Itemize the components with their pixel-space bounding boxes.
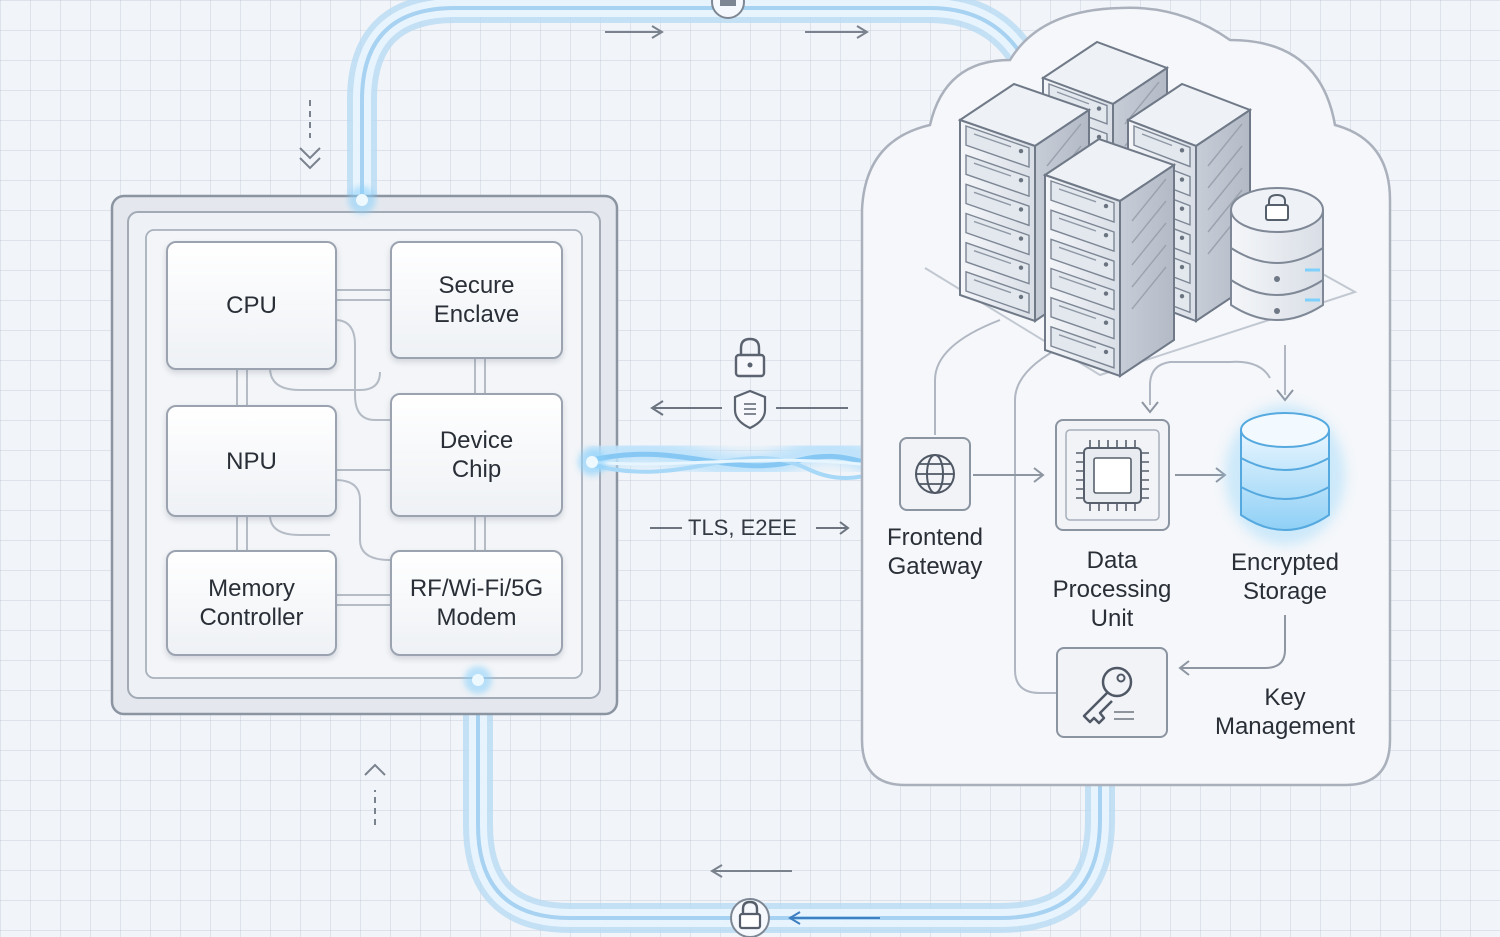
- tls-arrows: [650, 521, 850, 535]
- memory-controller-label: Memory Controller: [199, 575, 304, 631]
- data-processing-unit-label: Data Processing Unit: [1052, 547, 1172, 632]
- bottom-pipe-lock-icon: [730, 898, 770, 937]
- chip-traces: [236, 289, 486, 606]
- memory-controller-component: Memory Controller: [166, 550, 337, 656]
- device-chip-label: Device Chip: [439, 427, 514, 483]
- processor-icon: [1055, 419, 1170, 531]
- cloud-connectors: [934, 319, 1286, 694]
- return-arrow: [650, 400, 848, 416]
- cloud-flow-arrows: [973, 389, 1294, 676]
- globe-icon: [899, 437, 971, 511]
- key-icon: [1056, 647, 1168, 738]
- encrypted-link: [587, 436, 902, 482]
- top-data-pipe: [347, 0, 1045, 215]
- npu-component: NPU: [166, 405, 337, 517]
- link-shield-icon: [733, 389, 767, 430]
- modem-label: RF/Wi-Fi/5G Modem: [409, 575, 544, 631]
- npu-label: NPU: [226, 447, 277, 475]
- bottom-data-pipe: [463, 665, 1115, 933]
- frontend-gateway-label: Frontend Gateway: [886, 524, 984, 580]
- secure-enclave-label: Secure Enclave: [433, 272, 520, 328]
- key-management-label: Key Management: [1214, 684, 1356, 740]
- database-icon: [1225, 405, 1345, 545]
- cpu-label: CPU: [226, 292, 277, 319]
- secure-enclave-component: Secure Enclave: [390, 241, 563, 359]
- server-rack-icon: [1042, 137, 1177, 378]
- link-lock-icon: [734, 337, 766, 378]
- protocol-label: TLS, E2EE: [688, 515, 797, 540]
- server-cluster: [957, 40, 1253, 378]
- cpu-component: CPU: [166, 241, 337, 370]
- top-pipe-lock-icon: [711, 0, 745, 19]
- locked-database-icon: [1230, 187, 1324, 321]
- modem-component: RF/Wi-Fi/5G Modem: [390, 550, 563, 656]
- encrypted-storage-label: Encrypted Storage: [1230, 549, 1340, 605]
- glow-points: [348, 186, 606, 694]
- flow-arrows: [299, 25, 880, 925]
- device-chip-component: Device Chip: [390, 393, 563, 517]
